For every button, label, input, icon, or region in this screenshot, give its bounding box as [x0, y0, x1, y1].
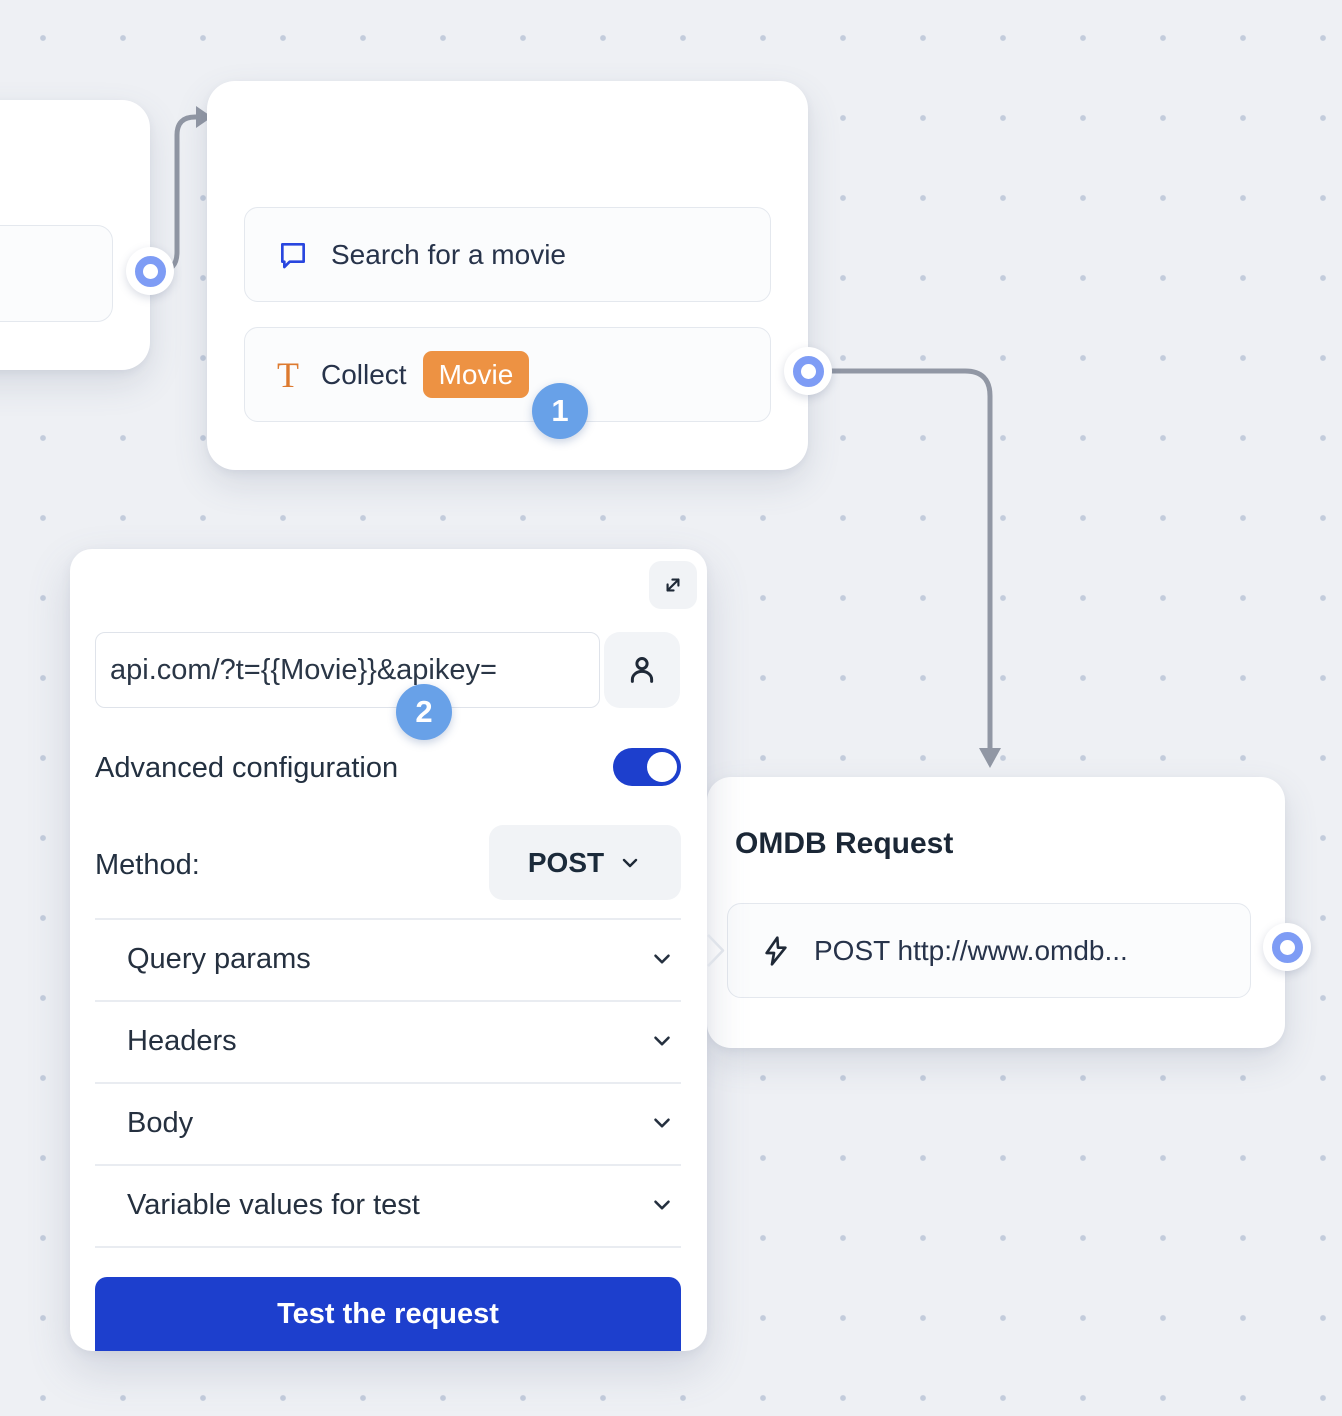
section-label: Query params — [127, 942, 311, 975]
method-value: POST — [527, 846, 605, 878]
url-input-value: api.com/?t={{Movie}}&apikey= — [110, 653, 497, 686]
toggle-knob — [647, 752, 677, 782]
port-ring — [1271, 931, 1303, 963]
section-variable-values[interactable]: Variable values for test — [95, 1165, 681, 1245]
method-dropdown[interactable]: POST — [489, 825, 681, 900]
movie-search-node[interactable]: Movie search Search for a movie T Collec… — [207, 81, 808, 470]
person-button[interactable] — [604, 632, 680, 708]
omdb-request-node[interactable]: OMDB Request POST http://www.omdb... — [707, 777, 1285, 1048]
divider — [95, 1246, 681, 1248]
section-headers[interactable]: Headers — [95, 1001, 681, 1081]
chevron-down-icon — [649, 1028, 675, 1054]
section-query-params[interactable]: Query params — [95, 919, 681, 999]
partial-node-card[interactable] — [0, 100, 150, 370]
output-port-partial-node[interactable] — [126, 247, 174, 295]
divider — [95, 918, 681, 920]
webhook-block-label: POST http://www.omdb... — [814, 934, 1128, 966]
webhook-block[interactable]: POST http://www.omdb... — [727, 903, 1251, 998]
connector-arrowhead-down — [979, 748, 1001, 768]
section-body[interactable]: Body — [95, 1083, 681, 1163]
advanced-configuration-toggle[interactable] — [613, 748, 681, 786]
test-request-button[interactable]: Test the request — [95, 1277, 681, 1351]
expand-button[interactable] — [649, 561, 697, 609]
output-port-movie-search[interactable] — [784, 347, 832, 395]
section-label: Headers — [127, 1024, 237, 1057]
lightning-icon — [760, 935, 792, 967]
chevron-down-icon — [649, 1192, 675, 1218]
text-collect-icon: T — [277, 354, 299, 395]
divider — [95, 1000, 681, 1002]
divider — [95, 1082, 681, 1084]
section-label: Variable values for test — [127, 1188, 420, 1221]
method-label: Method: — [95, 849, 200, 881]
port-ring — [792, 355, 824, 387]
chat-bubble-icon — [277, 239, 309, 271]
chevron-down-icon — [618, 851, 642, 875]
partial-node-item[interactable] — [0, 225, 113, 322]
url-input[interactable]: api.com/?t={{Movie}}&apikey= — [95, 632, 600, 708]
message-block-label: Search for a movie — [331, 238, 566, 270]
webhook-config-panel: api.com/?t={{Movie}}&apikey= Advanced co… — [70, 549, 707, 1351]
connector-movie-search-to-omdb — [827, 368, 993, 751]
node-title: OMDB Request — [735, 827, 954, 860]
step-badge-1: 1 — [532, 383, 588, 439]
output-port-omdb[interactable] — [1263, 923, 1311, 971]
collect-block-label: Collect — [321, 358, 407, 390]
variable-chip-movie[interactable]: Movie — [422, 350, 530, 399]
chevron-down-icon — [649, 946, 675, 972]
person-icon — [625, 653, 659, 687]
advanced-configuration-label: Advanced configuration — [95, 752, 399, 784]
collect-block[interactable]: T Collect Movie — [244, 327, 771, 422]
expand-icon — [660, 572, 686, 598]
step-badge-2: 2 — [396, 684, 452, 740]
chevron-down-icon — [649, 1110, 675, 1136]
section-label: Body — [127, 1106, 194, 1139]
divider — [95, 1164, 681, 1166]
port-ring — [134, 255, 166, 287]
message-block[interactable]: Search for a movie — [244, 207, 771, 302]
